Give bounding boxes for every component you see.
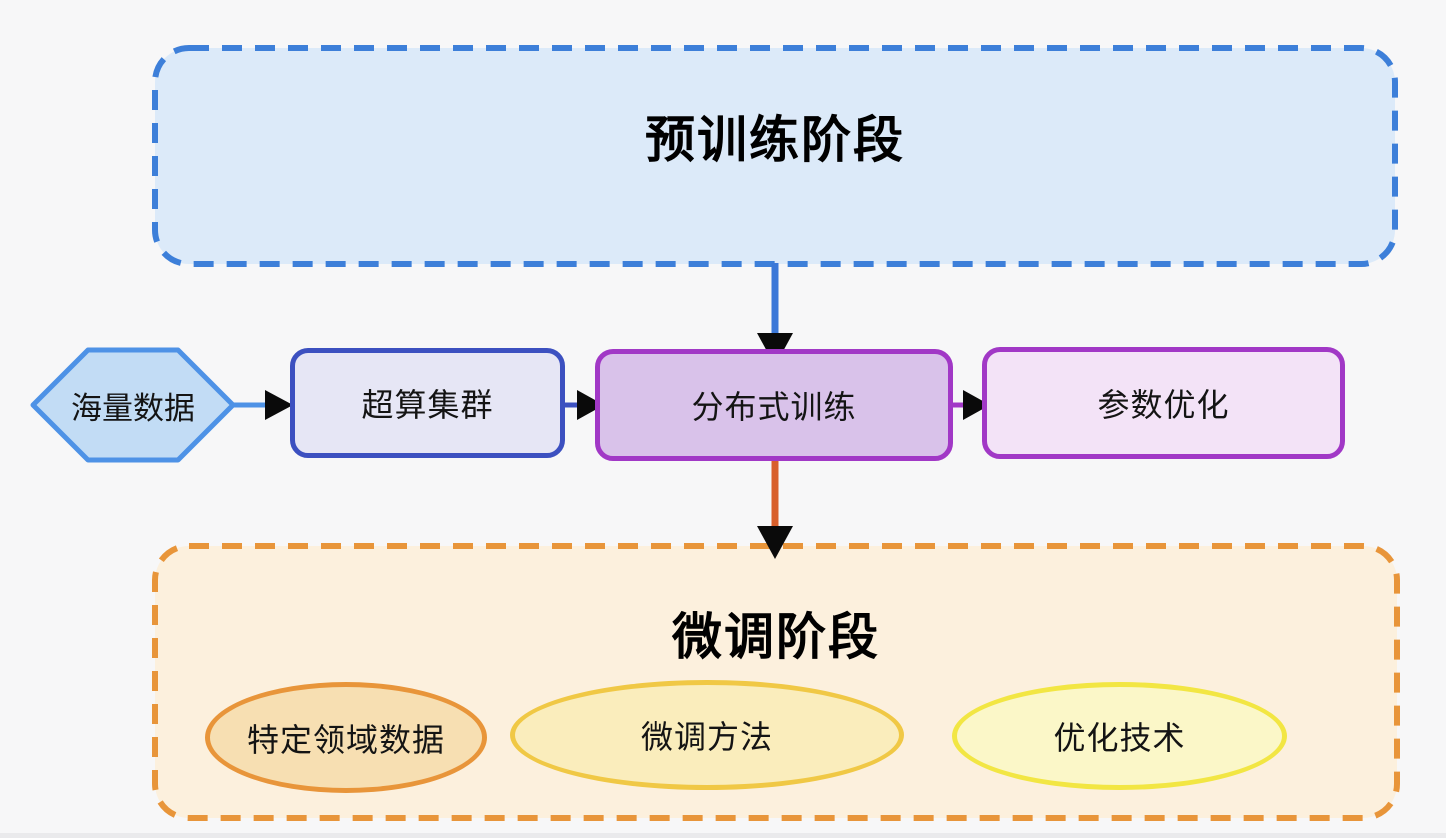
pretrain-stage-box xyxy=(152,45,1398,267)
edge-train-to-param-arrowhead-icon xyxy=(963,390,990,420)
finetune-item-domain-data: 特定领域数据 xyxy=(205,682,487,793)
edge-train-to-finetune-arrowhead-icon xyxy=(757,526,793,559)
screenshot-bottom-edge xyxy=(0,833,1446,838)
edge-data-to-cluster-arrowhead-icon xyxy=(265,390,293,420)
node-supercomputing-cluster: 超算集群 xyxy=(290,348,565,458)
finetune-item-finetune-methods: 微调方法 xyxy=(510,680,904,790)
node-massive-data-label: 海量数据 xyxy=(71,390,195,426)
pretrain-stage-title: 预训练阶段 xyxy=(645,112,905,168)
finetune-stage-title: 微调阶段 xyxy=(672,609,880,665)
node-parameter-optimization: 参数优化 xyxy=(982,347,1345,459)
edge-cluster-to-train-arrowhead-icon xyxy=(577,390,604,420)
finetune-item-optimization-techniques: 优化技术 xyxy=(952,682,1287,790)
node-distributed-training: 分布式训练 xyxy=(595,349,953,461)
